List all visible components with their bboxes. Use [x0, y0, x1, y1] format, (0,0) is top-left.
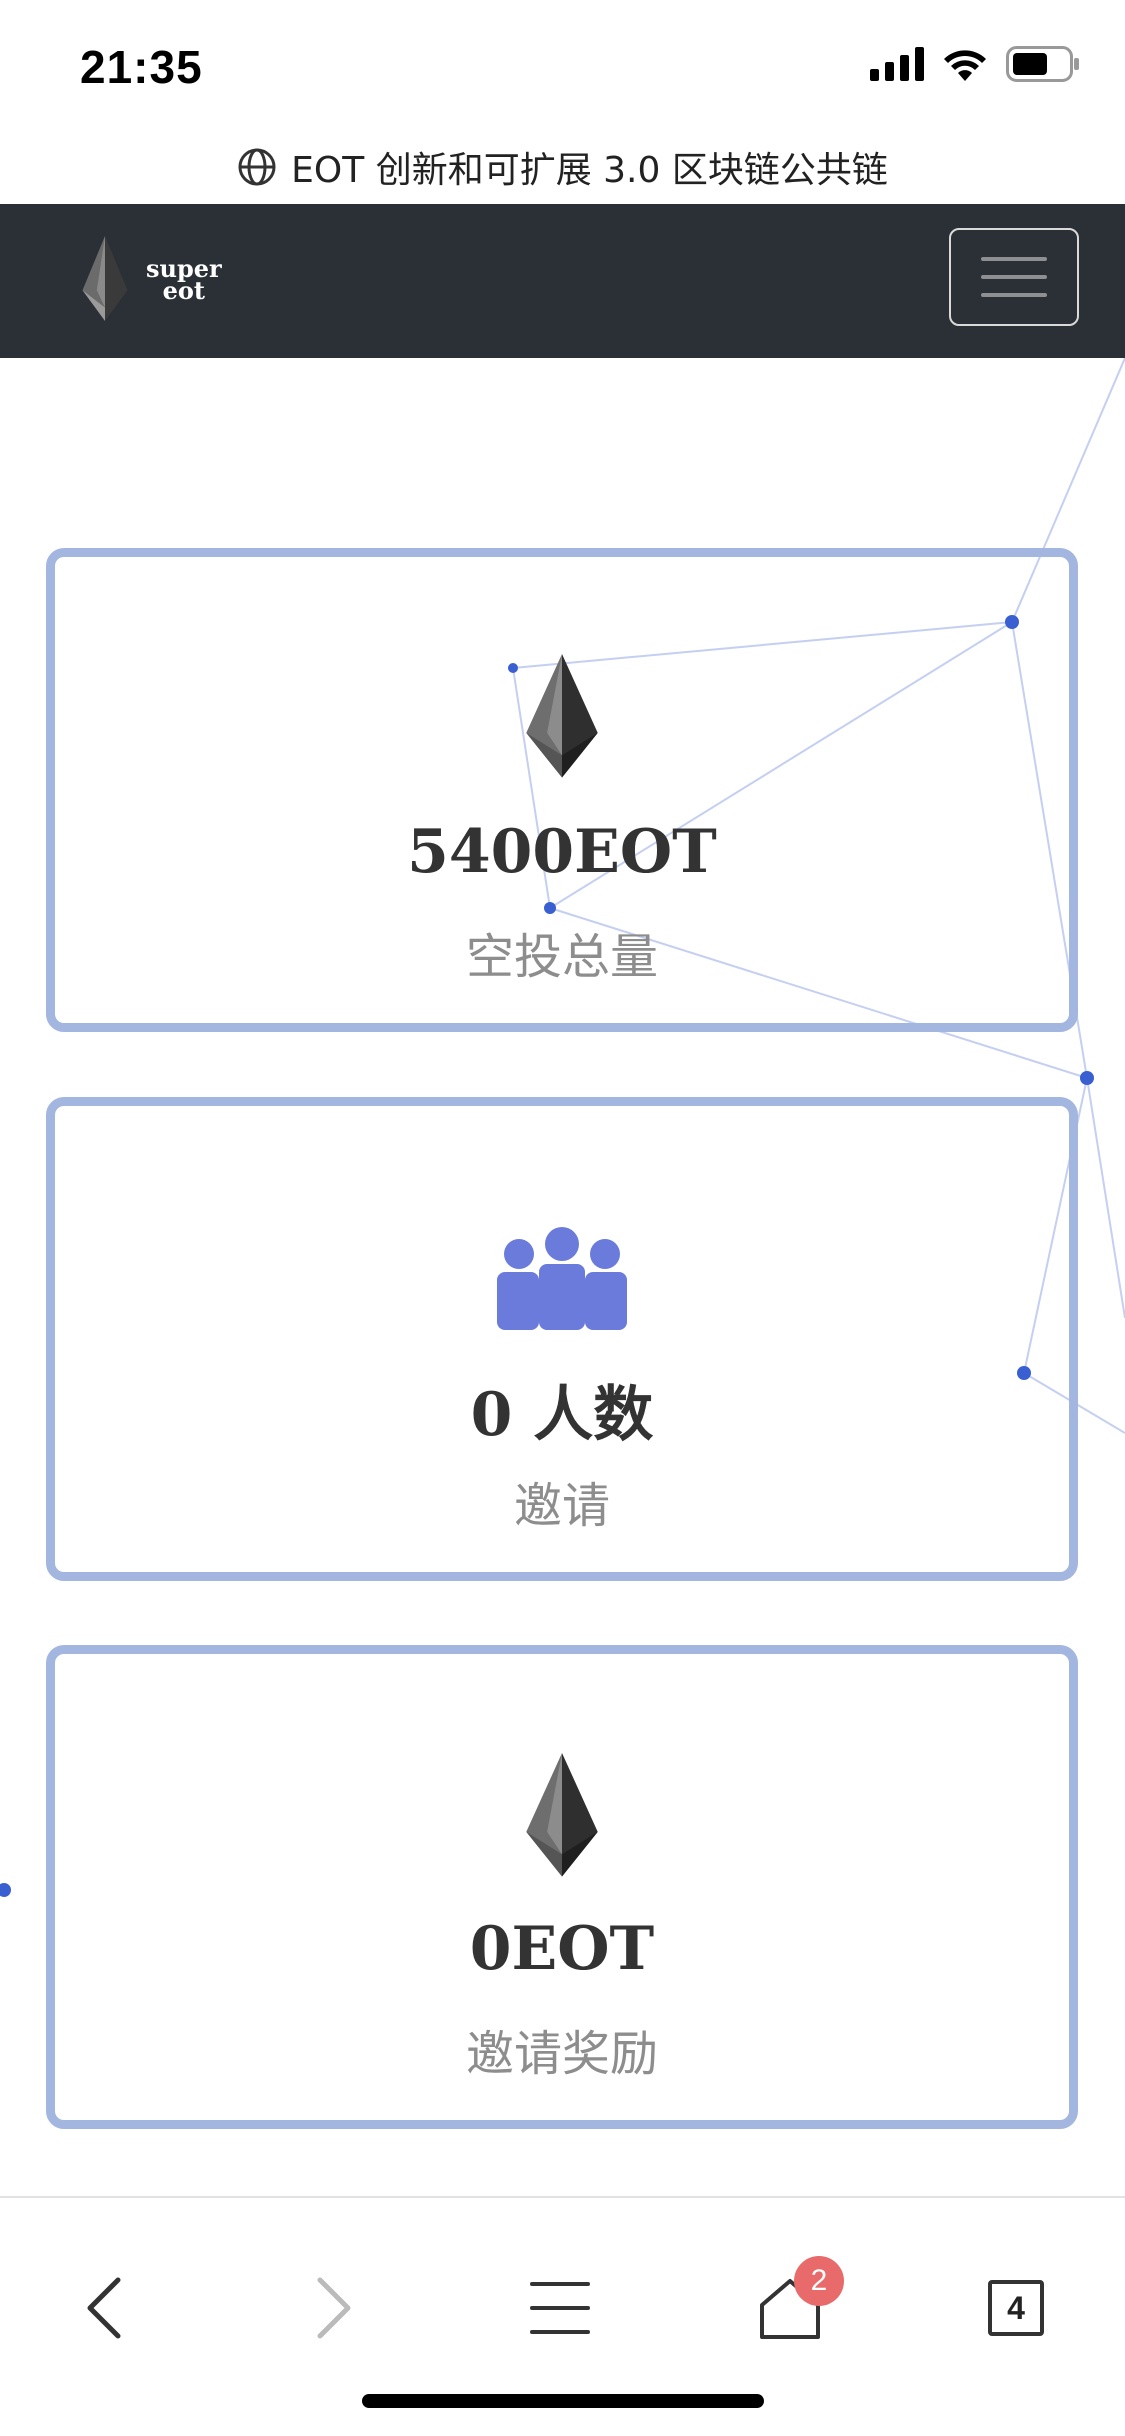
notification-badge: 2	[794, 2256, 844, 2306]
menu-button[interactable]	[500, 2248, 620, 2368]
invite-count-value: 0 人数	[470, 1380, 654, 1450]
eot-logo-icon	[526, 1752, 598, 1877]
home-button[interactable]: 2	[730, 2248, 850, 2368]
invite-reward-value: 0EOT	[469, 1914, 655, 1984]
battery-icon	[1006, 46, 1079, 82]
menu-icon-bar	[981, 293, 1047, 297]
invite-reward-label: 邀请奖励	[465, 2026, 658, 2082]
airdrop-total-label: 空投总量	[465, 929, 658, 985]
brand-logo[interactable]: super eot	[72, 234, 222, 326]
back-button[interactable]	[44, 2248, 164, 2368]
globe-icon	[238, 148, 276, 186]
menu-icon-bar	[981, 275, 1047, 279]
tab-count: 4	[988, 2280, 1044, 2336]
address-bar[interactable]: EOT 创新和可扩展 3.0 区块链公共链	[0, 132, 1125, 202]
invite-count-label: 邀请	[513, 1478, 610, 1534]
eot-logo-icon	[526, 653, 598, 778]
invite-count-card: 0 人数 邀请	[46, 1097, 1078, 1581]
airdrop-total-card: 5400EOT 空投总量	[46, 548, 1078, 1032]
chevron-left-icon	[87, 2277, 121, 2339]
brand-name: super eot	[146, 254, 222, 305]
invite-reward-card: 0EOT 邀请奖励	[46, 1645, 1078, 2129]
wifi-icon	[944, 50, 986, 81]
cellular-signal-icon	[870, 47, 924, 81]
page-url-title: EOT 创新和可扩展 3.0 区块链公共链	[291, 150, 888, 191]
chevron-right-icon	[317, 2277, 351, 2339]
status-bar: 21:35	[0, 0, 1125, 132]
status-icons	[870, 46, 1080, 82]
forward-button[interactable]	[274, 2248, 394, 2368]
menu-icon-bar	[981, 257, 1047, 261]
users-icon	[497, 1227, 627, 1330]
site-navbar: super eot	[0, 204, 1125, 358]
list-menu-icon	[530, 2282, 590, 2334]
home-icon	[760, 2279, 820, 2339]
menu-toggle-button[interactable]	[949, 228, 1079, 326]
tabs-button[interactable]: 4	[956, 2248, 1076, 2368]
eot-logo-icon	[82, 236, 128, 321]
airdrop-total-value: 5400EOT	[407, 817, 717, 887]
status-time: 21:35	[80, 41, 203, 93]
home-indicator	[362, 2394, 764, 2408]
